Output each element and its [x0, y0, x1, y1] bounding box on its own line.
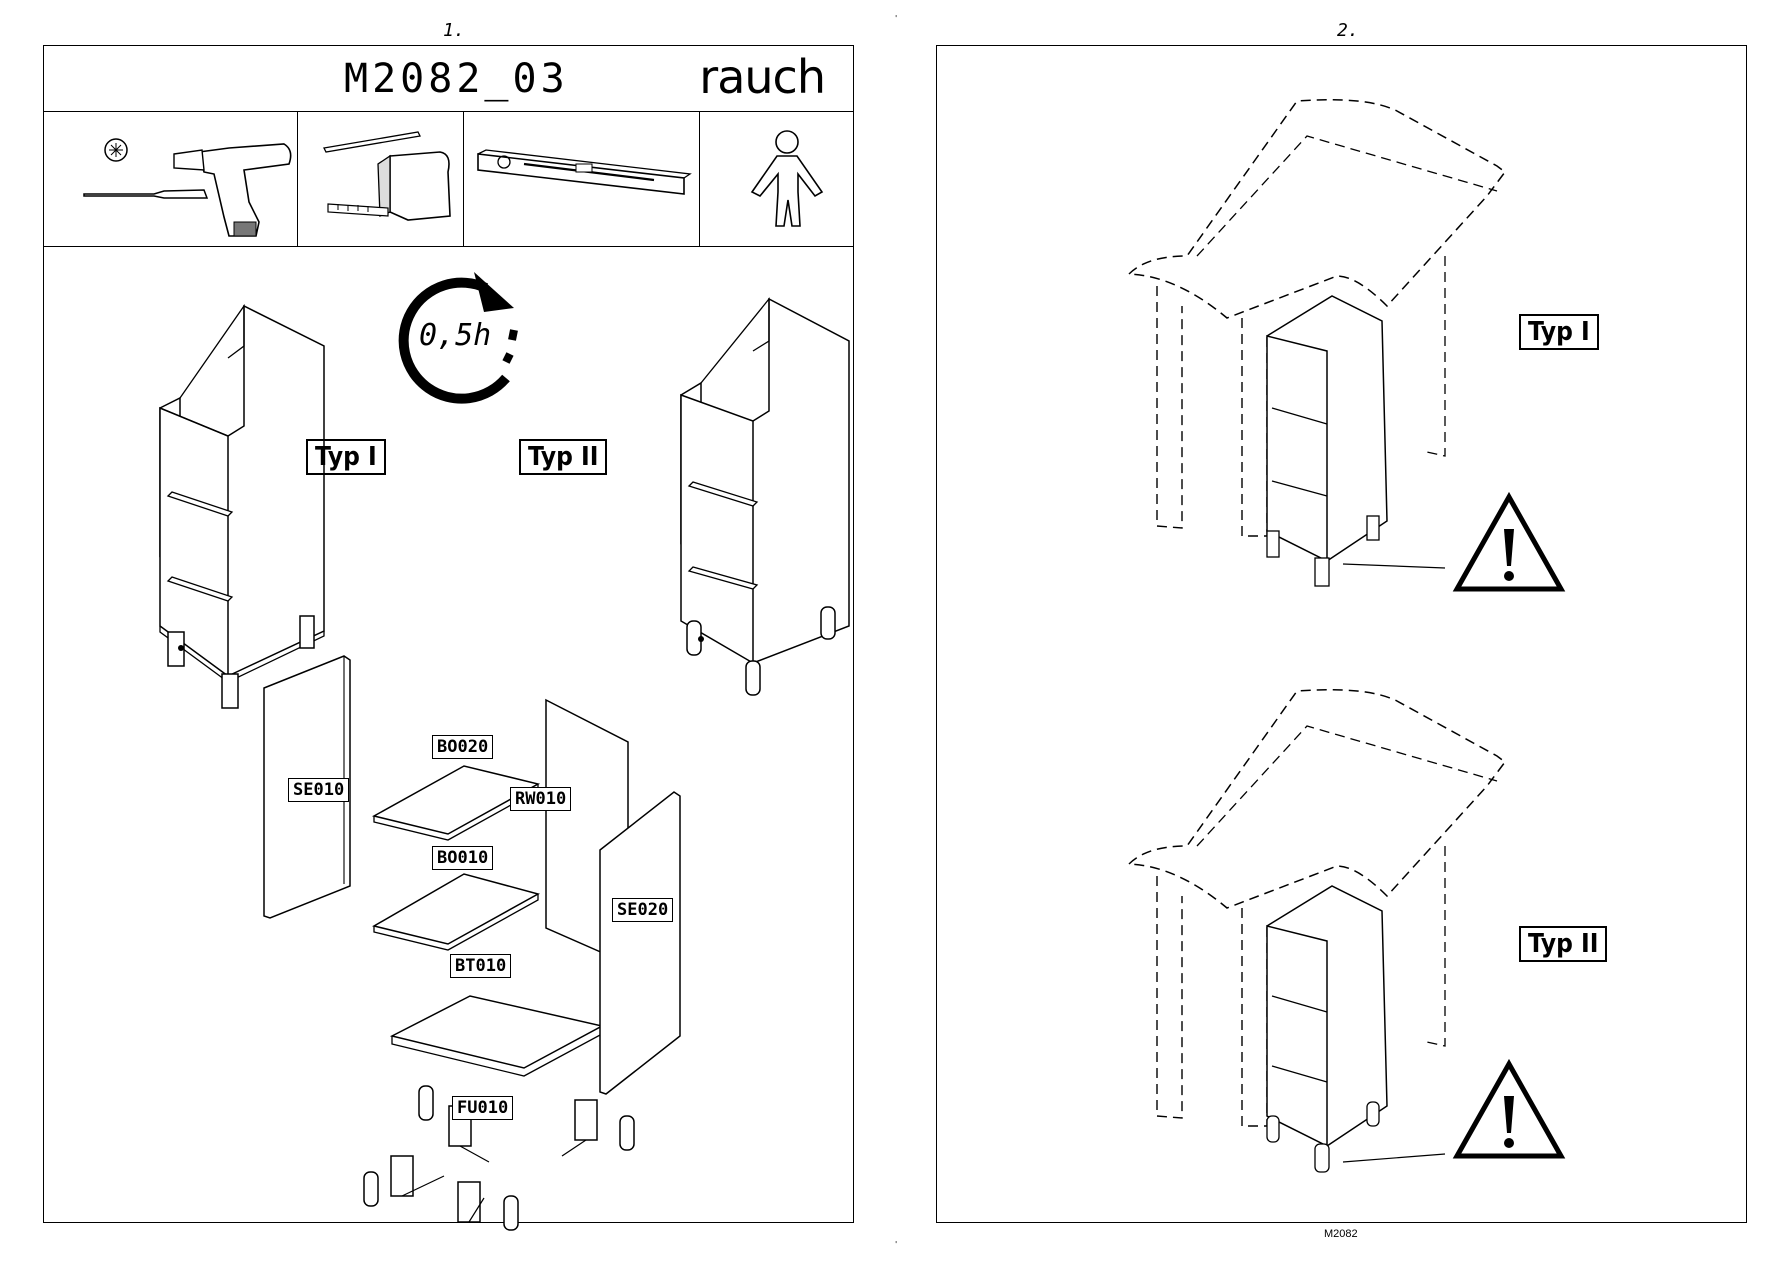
crop-mark: ' — [895, 14, 898, 23]
assembly-time: 0,5h — [419, 318, 492, 353]
cabinet-type-1-illustration — [159, 303, 325, 709]
left-page-frame: M2082_03 rauch — [43, 45, 854, 1231]
drill-icon — [83, 138, 292, 237]
type-label-2: Typ II — [519, 439, 608, 475]
crop-mark: ' — [895, 1240, 898, 1249]
warning-icon — [1452, 491, 1566, 592]
arrow-head-icon — [474, 272, 514, 312]
warning-icon — [1452, 1058, 1566, 1159]
type-label-1-right: Typ I — [1519, 314, 1599, 350]
brand-logo: rauch — [699, 50, 826, 104]
right-page-frame: Typ I Typ II — [936, 45, 1747, 1223]
part-label-bt010: BT010 — [450, 954, 512, 978]
person-icon — [750, 130, 824, 227]
spirit-level-icon — [477, 149, 692, 195]
tools-row — [44, 112, 853, 247]
part-label-rw010: RW010 — [510, 787, 572, 811]
part-label-se010: SE010 — [288, 778, 350, 802]
tool-cell-measure — [298, 112, 464, 246]
cabinet-type-2-illustration — [680, 297, 850, 696]
footer-code: M2082 — [1324, 1228, 1358, 1240]
part-label-fu010: FU010 — [452, 1096, 514, 1120]
tape-measure-icon — [323, 131, 451, 221]
placement-scene-type-2 — [1127, 689, 1507, 1173]
tool-cell-level — [464, 112, 700, 246]
model-code: M2082_03 — [344, 56, 569, 102]
part-label-se020: SE020 — [612, 898, 674, 922]
title-bar: M2082_03 rauch — [44, 46, 853, 112]
exploded-parts-illustration — [263, 655, 681, 1231]
tool-cell-drill — [44, 112, 298, 246]
clock-arrow-icon — [398, 272, 518, 404]
page-number-1: 1. — [443, 20, 465, 41]
placement-scene-type-1 — [1127, 99, 1507, 587]
part-label-bo010: BO010 — [432, 846, 494, 870]
type-label-2-right: Typ II — [1519, 926, 1608, 962]
page-number-2: 2. — [1337, 20, 1359, 41]
type-label-1: Typ I — [306, 439, 386, 475]
part-label-bo020: BO020 — [432, 735, 494, 759]
feet-group — [363, 1085, 635, 1231]
tool-cell-person — [700, 112, 855, 246]
